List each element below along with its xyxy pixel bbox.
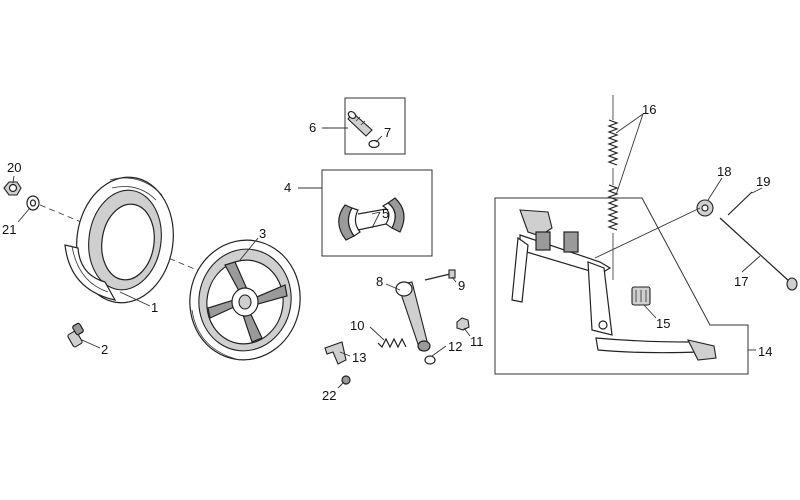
callout-10: 10 xyxy=(350,318,364,333)
callout-13: 13 xyxy=(352,350,366,365)
brake-shoe-frame xyxy=(321,169,433,257)
tire-icon xyxy=(64,176,174,304)
valve-stem-icon xyxy=(67,322,84,348)
callout-19: 19 xyxy=(756,174,770,189)
brake-arm-icon xyxy=(395,281,431,352)
center-stand-frame xyxy=(494,197,749,375)
pin-kit-frame xyxy=(344,97,406,155)
brake-shoe-icon xyxy=(338,197,405,241)
brake-washer-icon xyxy=(424,355,436,365)
washer-icon xyxy=(26,195,40,211)
center-stand-icon xyxy=(511,209,717,361)
callout-9: 9 xyxy=(458,278,465,293)
leader-lines xyxy=(12,113,763,389)
wheel-rim-icon xyxy=(189,239,301,361)
callout-12: 12 xyxy=(448,339,462,354)
axle-nut-icon xyxy=(3,181,22,196)
callout-22: 22 xyxy=(322,388,336,403)
pin-icon xyxy=(347,110,373,137)
callout-18: 18 xyxy=(717,164,731,179)
bracket-icon xyxy=(324,341,347,365)
callout-7: 7 xyxy=(384,125,391,140)
callout-16: 16 xyxy=(642,102,656,117)
pivot-pin-icon xyxy=(727,191,753,216)
pivot-collar-icon xyxy=(696,199,714,217)
stand-spring-icon xyxy=(607,95,619,280)
rubber-stop-icon xyxy=(631,286,651,306)
callout-14: 14 xyxy=(758,344,772,359)
callout-11: 11 xyxy=(470,334,484,349)
return-spring-icon xyxy=(377,337,407,349)
callout-17: 17 xyxy=(734,274,748,289)
callout-3: 3 xyxy=(259,226,266,241)
callout-15: 15 xyxy=(656,316,670,331)
pivot-shaft-icon xyxy=(719,217,798,291)
callout-2: 2 xyxy=(101,342,108,357)
callout-8: 8 xyxy=(376,274,383,289)
callout-1: 1 xyxy=(151,300,158,315)
bolt-icon xyxy=(424,269,456,281)
callout-20: 20 xyxy=(7,160,21,175)
callout-5: 5 xyxy=(382,206,389,221)
callout-4: 4 xyxy=(284,180,291,195)
callout-6: 6 xyxy=(309,120,316,135)
callout-21: 21 xyxy=(2,222,16,237)
brake-nut-icon xyxy=(456,317,470,331)
clip-icon xyxy=(368,139,380,149)
